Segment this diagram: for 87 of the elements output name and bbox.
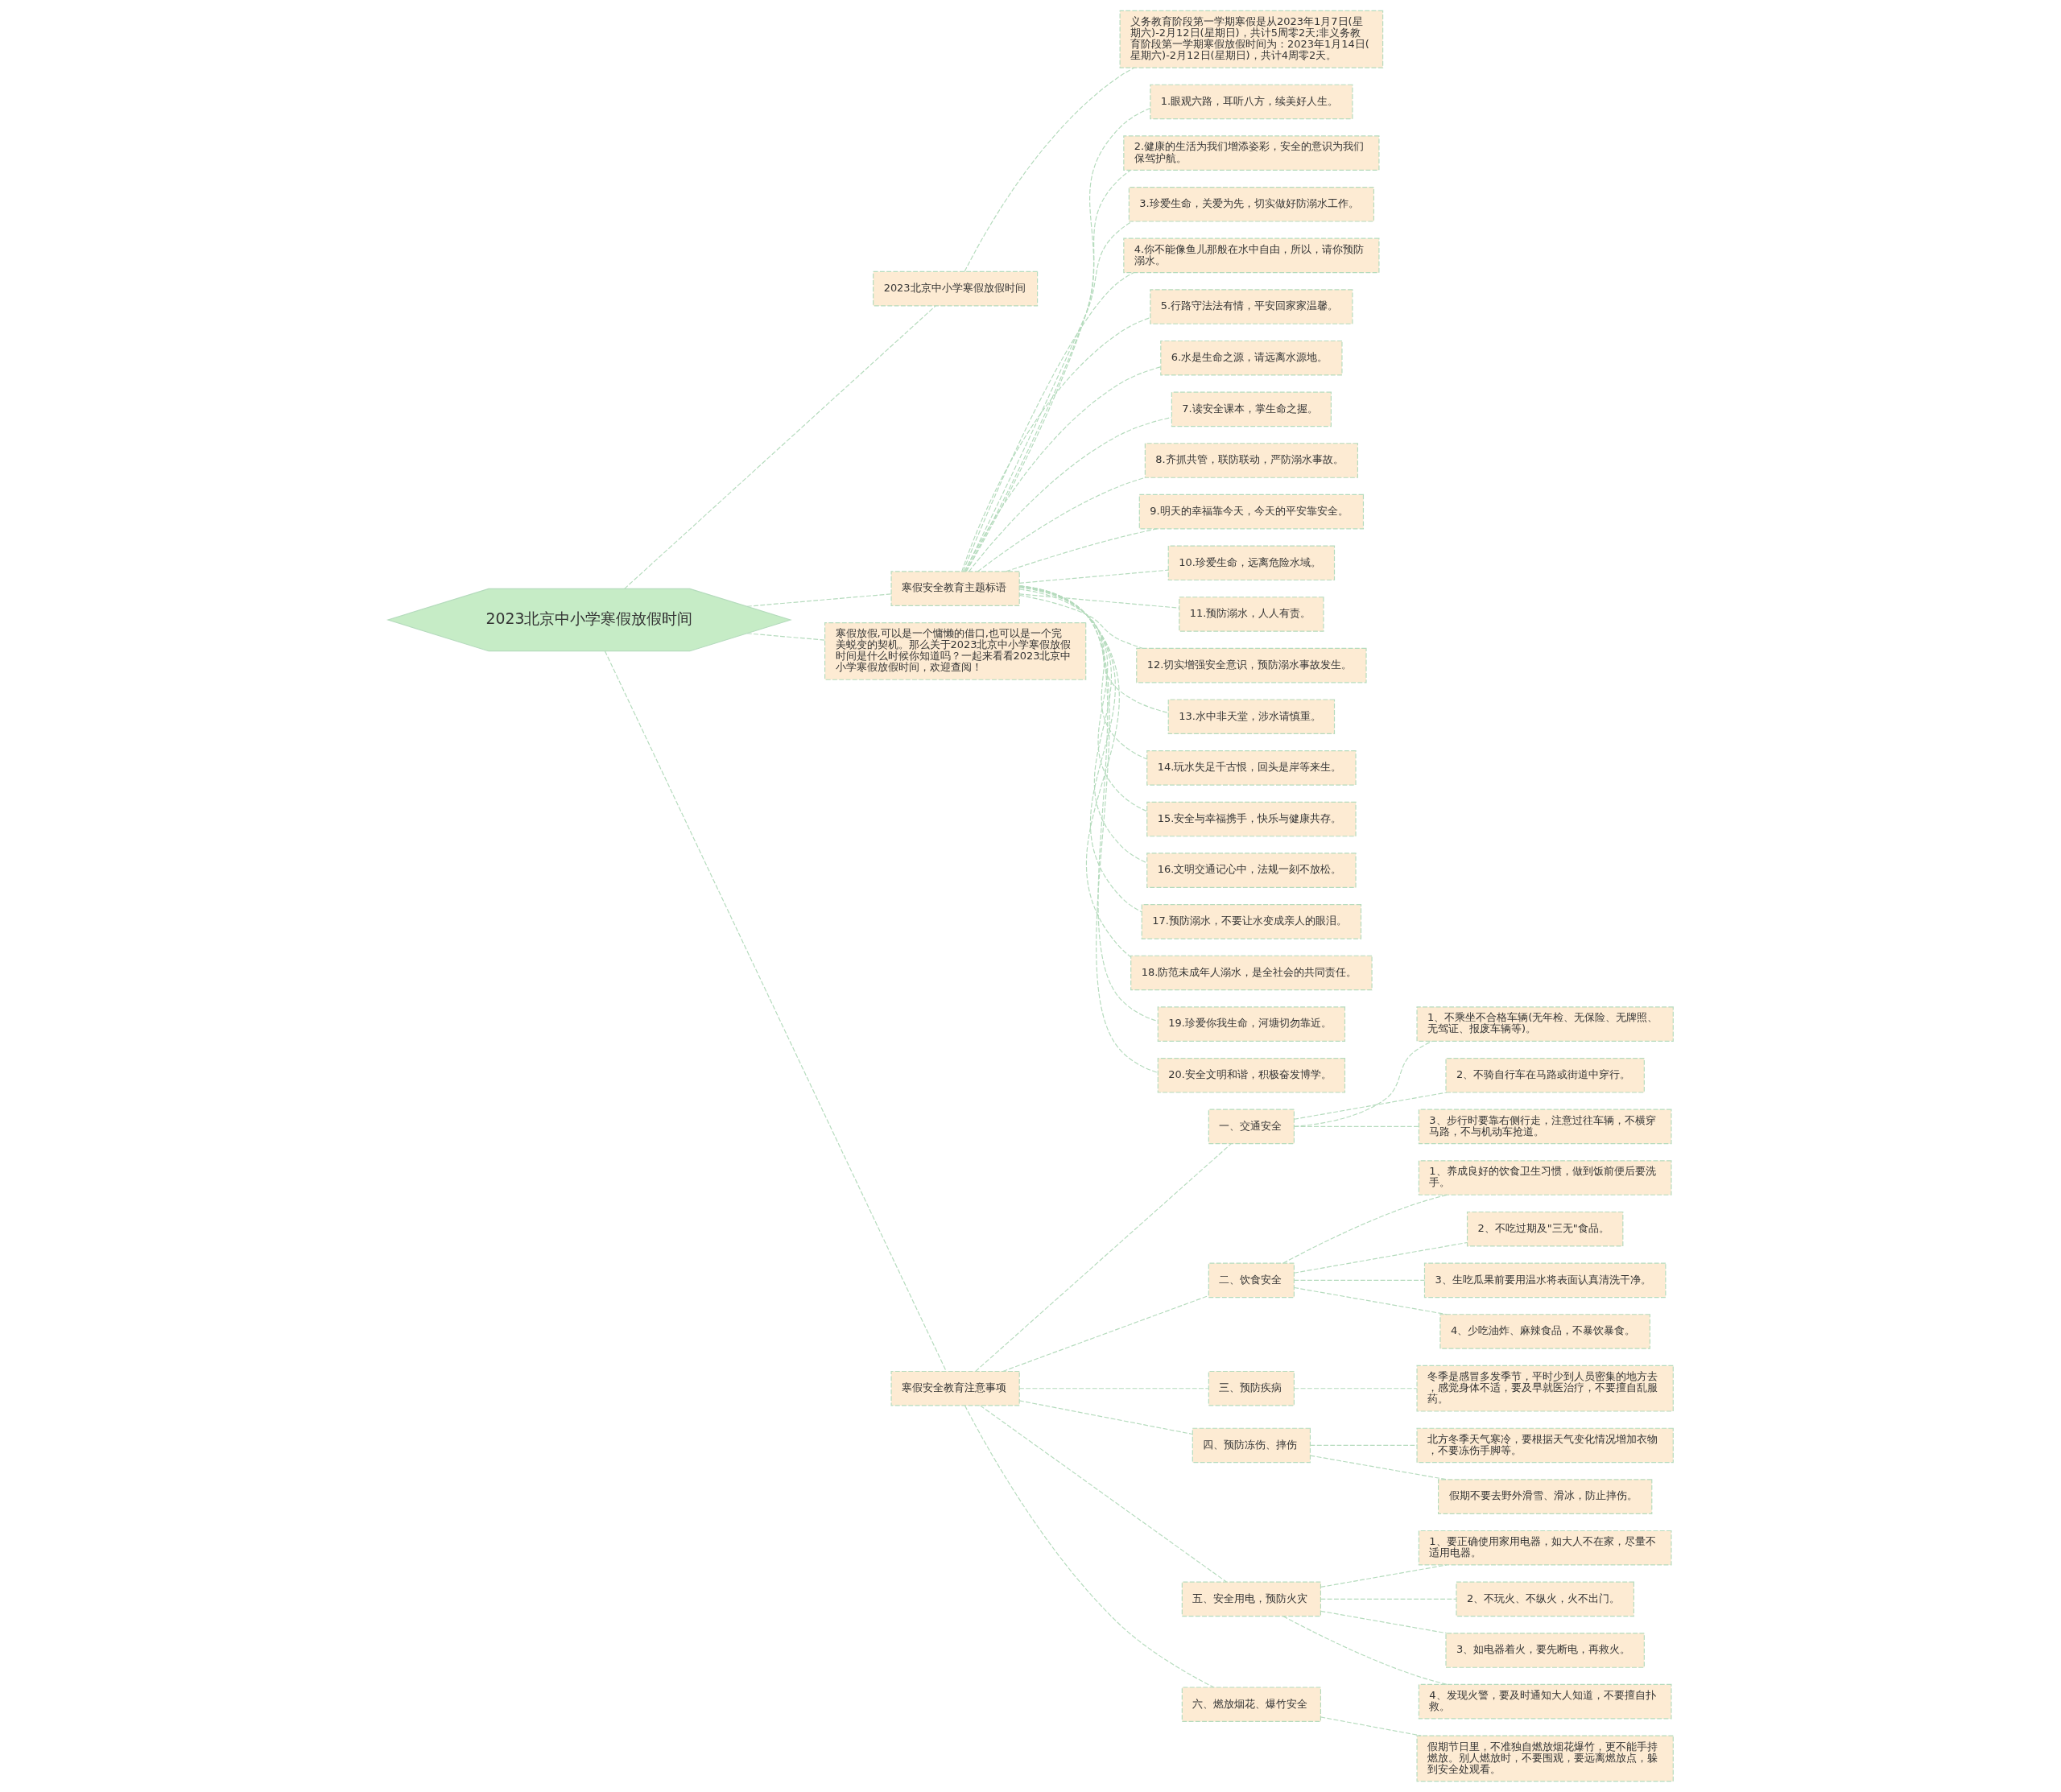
connector (1018, 586, 1148, 812)
connector (980, 1405, 1227, 1583)
node-box: 1、不乘坐不合格车辆(无年检、无保险、无牌照、无驾证、报废车辆等)。 (1416, 1006, 1674, 1042)
connector (1293, 1279, 1425, 1281)
node-box: 11.预防溺水，人人有责。 (1179, 597, 1324, 632)
node-box: 18.防范未成年人溺水，是全社会的共同责任。 (1130, 955, 1373, 991)
node-box: 4、发现火警，要及时通知大人知道，不要擅自扑救。 (1418, 1683, 1672, 1720)
node-box: 3、生吃瓜果前要用温水将表面认真清洗干净。 (1423, 1262, 1667, 1299)
connector (1310, 1455, 1448, 1480)
node-box: 1、要正确使用家用电器，如大人不在家，尽量不适用电器。 (1418, 1530, 1672, 1566)
node-box: 假期节日里，不准独自燃放烟花爆竹，更不能手持燃放。别人燃放时，不要围观，要远离燃放点，躲到安全处观看。 (1416, 1735, 1674, 1782)
node-box: 假期不要去野外滑雪、滑冰，防止摔伤。 (1438, 1479, 1653, 1514)
node-box: 六、燃放烟花、爆竹安全 (1181, 1687, 1321, 1722)
node-box: 6.水是生命之源，请远离水源地。 (1160, 340, 1343, 376)
connector (1018, 569, 1169, 584)
node-box: 14.玩水失足千古恨，回头是岸等来生。 (1146, 750, 1357, 786)
node-box: 3.珍爱生命，关爱为先，切实做好防溺水工作。 (1128, 186, 1374, 222)
connector (1018, 587, 1147, 760)
connector (1293, 1388, 1418, 1389)
connector (1293, 1241, 1468, 1274)
node-box: 5.行路守法法有情，平安回家家温馨。 (1150, 289, 1353, 324)
connector (1018, 585, 1148, 864)
node-box: 3、步行时要靠右侧行走，注意过往车辆，不横穿马路，不与机动车抢道。 (1418, 1109, 1672, 1145)
node-box: 13.水中非天堂，涉水请慎重。 (1167, 699, 1336, 735)
node-box: 北方冬季天气寒冷，要根据天气变化情况增加衣物，不要冻伤手脚等。 (1416, 1427, 1674, 1464)
connector (964, 67, 1135, 272)
connector (961, 317, 1151, 572)
node-box: 寒假放假,可以是一个慵懒的借口,也可以是一个完美蜕变的契机。那么关于2023北京中小学寒假放假时间是什么时候你知道吗？一起来看看2023北京中小学寒假放假时间，欢迎查阅！ (824, 621, 1087, 680)
node-box: 15.安全与幸福携手，快乐与健康共存。 (1146, 801, 1357, 837)
connector (1018, 1388, 1209, 1389)
connector (624, 305, 936, 589)
connector (1006, 528, 1158, 572)
node-box: 二、饮食安全 (1208, 1262, 1295, 1299)
connector (977, 477, 1146, 572)
connector (1018, 588, 1169, 713)
connector (1002, 1295, 1209, 1372)
node-box: 4、少吃油炸、麻辣食品，不暴饮暴食。 (1439, 1314, 1650, 1349)
node-box: 2、不吃过期及"三无"食品。 (1466, 1211, 1624, 1247)
connector (975, 1143, 1232, 1372)
node-box: 五、安全用电，预防火灾 (1181, 1581, 1321, 1617)
connector (962, 272, 1134, 572)
node-box: 2、不玩火、不纵火，火不出门。 (1456, 1581, 1634, 1617)
connector (965, 107, 1151, 572)
node-box: 20.安全文明和谐，积极奋发博学。 (1157, 1057, 1346, 1093)
node-box: 寒假安全教育主题标语 (890, 571, 1020, 606)
node-box: 3、如电器着火，要先断电，再救火。 (1445, 1633, 1645, 1668)
node-box: 1.眼观六路，耳听八方，续美好人生。 (1150, 84, 1353, 120)
node-box: 1、养成良好的饮食卫生习惯，做到饭前便后要洗手。 (1418, 1160, 1672, 1195)
connector (1282, 1194, 1448, 1264)
node-box: 19.珍爱你我生命，河塘切勿靠近。 (1157, 1006, 1346, 1042)
connector (1310, 1444, 1418, 1447)
node-box: 7.读安全课本，掌生命之握。 (1171, 391, 1332, 427)
node-box: 三、预防疾病 (1208, 1370, 1295, 1406)
node-box: 16.文明交通记心中，法规一刻不放松。 (1146, 853, 1357, 888)
node-box: 2.健康的生活为我们增添姿彩，安全的意识为我们保驾护航。 (1123, 135, 1380, 171)
connector (1018, 585, 1142, 913)
node-box: 2、不骑自行车在马路或街道中穿行。 (1445, 1057, 1645, 1093)
node-box: 一、交通安全 (1208, 1109, 1295, 1145)
node-box: 9.明天的幸福靠今天，今天的平安靠安全。 (1138, 493, 1365, 530)
connector (1293, 1125, 1419, 1127)
node-box: 12.切实增强安全意识，预防溺水事故发生。 (1136, 647, 1367, 683)
node-box: 义务教育阶段第一学期寒假是从2023年1月7日(星期六)-2月12日(星期日)，共计5周零2天;非义务教育阶段第一学期寒假放假时间为：2023年1月14日(星期六)-2月12日(星期日)，共计4周零2天。 (1119, 10, 1384, 68)
connector (1018, 1400, 1193, 1435)
connector (1320, 1610, 1448, 1634)
connector (1282, 1616, 1448, 1685)
node-box: 10.珍爱生命，远离危险水域。 (1167, 545, 1336, 581)
connector (746, 633, 825, 641)
connector (964, 1405, 1215, 1688)
node-box: 17.预防溺水，不要让水变成亲人的眼泪。 (1141, 904, 1362, 939)
connector (1018, 594, 1143, 649)
node-box: 4.你不能像鱼儿那般在水中自由，所以，请你预防溺水。 (1123, 237, 1380, 274)
connector (1293, 1092, 1448, 1120)
node-box: 2023北京中小学寒假放假时间 (873, 270, 1039, 307)
connector (1293, 1286, 1448, 1315)
node-box: 冬季是感冒多发季节，平时少到人员密集的地方去，感觉身体不适，要及早就医治疗，不要擅自乱服药。 (1416, 1365, 1674, 1412)
node-box: 四、预防冻伤、摔伤 (1192, 1427, 1311, 1464)
connector (1018, 593, 1180, 609)
connector (969, 416, 1172, 572)
connector (964, 366, 1162, 572)
node-box: 8.齐抓共管，联防联动，严防溺水事故。 (1144, 443, 1358, 478)
connector (1320, 1564, 1448, 1588)
connector (746, 593, 892, 607)
connector (1320, 1598, 1457, 1600)
connector (1320, 1716, 1422, 1736)
node-box: 寒假安全教育注意事项 (890, 1370, 1020, 1406)
connector (1294, 1040, 1433, 1127)
connector (604, 650, 947, 1372)
